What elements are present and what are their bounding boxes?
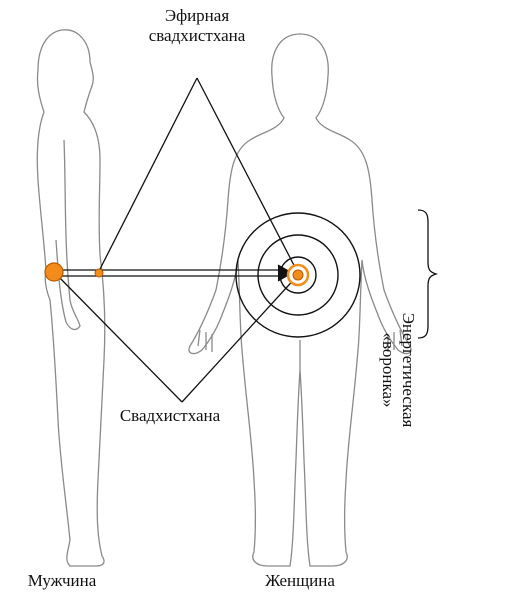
ether-svadhisthana-label: Эфирная свадхистхана [122,6,272,46]
man-arm [56,140,80,329]
woman-label: Женщина [240,571,360,591]
man-ether-dot [95,269,103,277]
ether-label-line1: Эфирная [122,6,272,26]
man-svadhisthana-dot [45,263,63,281]
woman-chakra-dot [293,270,303,280]
svad-line-left [54,272,182,402]
man-label: Мужчина [2,571,122,591]
svadhisthana-label: Свадхистхана [95,406,245,426]
ether-line-right [197,78,298,273]
connector-lines [54,78,298,402]
funnel-label-line2: «воронка» [378,270,398,470]
ether-label-line2: свадхистхана [122,26,272,46]
funnel-label-line1: Энергетическая [398,270,418,470]
energy-funnel-label: Энергетическая «воронка» [378,270,418,470]
ether-line-left [98,78,197,273]
woman-left-hand [198,330,212,352]
man-outline [37,30,105,566]
funnel-brace [418,210,436,338]
man-silhouette [37,30,105,566]
